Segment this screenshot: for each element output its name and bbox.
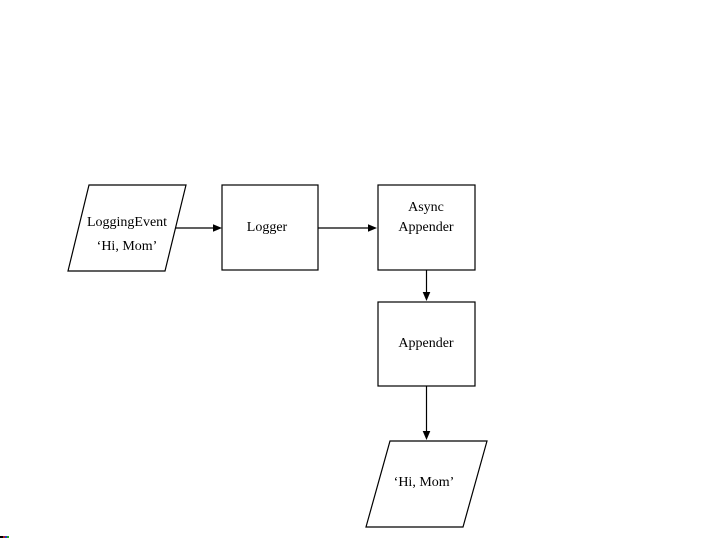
async-appender-label-line2: Appender [398,220,454,235]
logging-event-shape [67,184,187,272]
output-message-label: ‘Hi, Mom’ [393,475,455,490]
arrow-logger-to-asyncappender [318,224,377,232]
logger-shape [221,184,319,271]
logging-event-label: LoggingEvent ‘Hi, Mom’ [87,211,167,259]
corner-artifact [0,536,9,538]
arrow-loggingevent-to-logger [175,224,222,232]
async-appender-label-line1: Async [408,200,444,215]
logging-event-label-line1: LoggingEvent [86,215,168,230]
logger-label: Logger [246,220,288,235]
appender-label: Appender [398,336,454,351]
appender-shape [377,301,476,387]
logging-event-label-line2: ‘Hi, Mom’ [96,239,158,254]
async-appender-label: Async Appender [398,198,453,238]
arrow-appender-to-output [422,386,431,440]
output-message-shape [365,440,488,528]
arrow-asyncappender-to-appender [422,270,431,301]
